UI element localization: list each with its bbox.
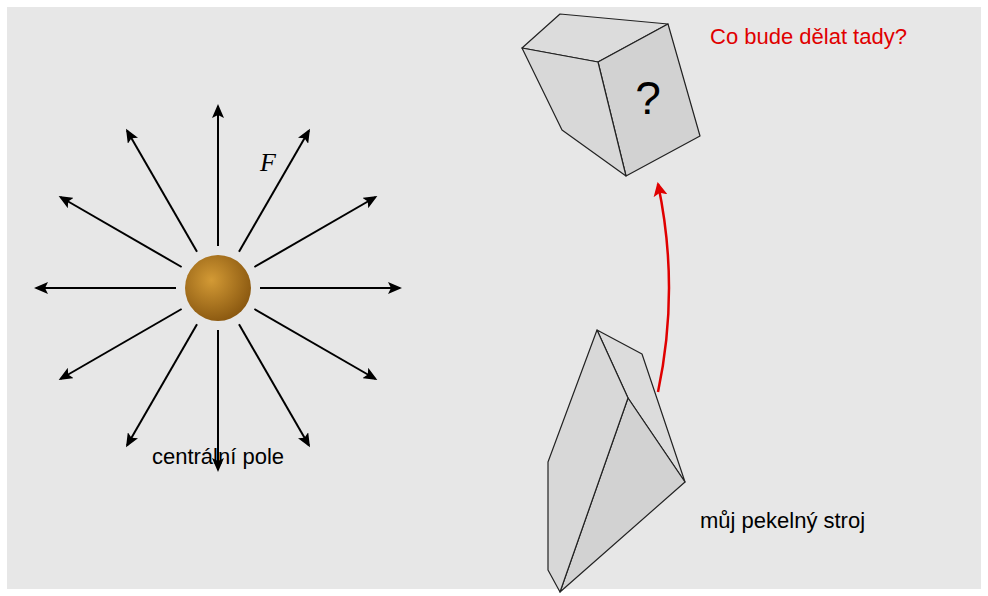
cuboid-shape bbox=[520, 10, 704, 180]
machine-box: ?Co bude dělat tady? bbox=[520, 10, 704, 180]
force-arrow bbox=[239, 324, 309, 445]
force-label: F bbox=[260, 148, 276, 178]
sphere-shape bbox=[184, 254, 252, 322]
force-arrow bbox=[127, 130, 197, 251]
cuboid-shape bbox=[546, 328, 688, 594]
force-arrow bbox=[217, 106, 219, 246]
machine-caption: můj pekelný stroj bbox=[700, 508, 865, 534]
force-arrow bbox=[254, 197, 375, 267]
force-arrow bbox=[254, 309, 375, 379]
machine-box: můj pekelný stroj bbox=[546, 328, 688, 594]
force-arrow bbox=[239, 130, 309, 251]
question-callout: Co bude dělat tady? bbox=[710, 24, 907, 50]
field-caption: centrální pole bbox=[152, 444, 284, 470]
force-arrow bbox=[60, 197, 181, 267]
force-arrow bbox=[260, 287, 400, 289]
background-panel bbox=[7, 7, 981, 589]
question-mark: ? bbox=[635, 71, 661, 125]
central-sphere: centrální pole bbox=[184, 254, 252, 322]
force-arrow bbox=[36, 287, 176, 289]
motion-arrow bbox=[658, 184, 669, 392]
force-arrows bbox=[36, 106, 400, 470]
force-arrow bbox=[60, 309, 181, 379]
force-arrow bbox=[127, 324, 197, 445]
